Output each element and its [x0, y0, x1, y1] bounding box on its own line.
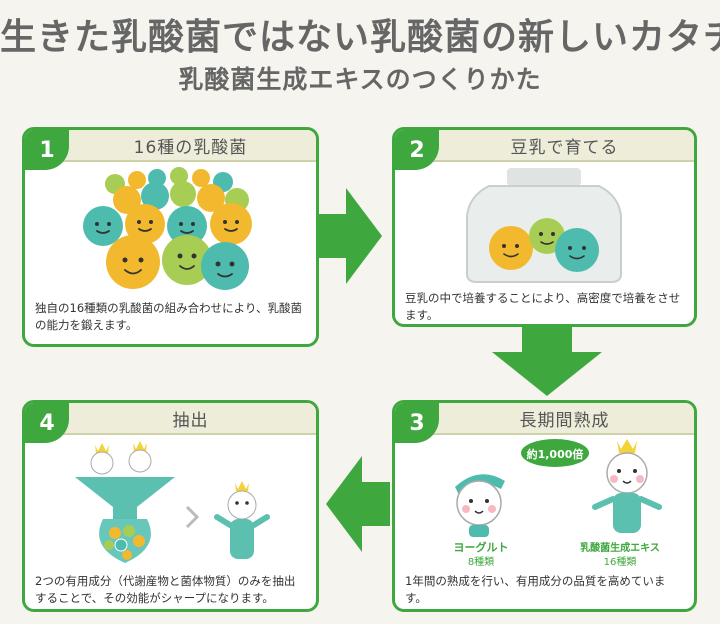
step-title: 長期間熟成: [519, 411, 610, 431]
step-card-1: 1 16種の乳酸菌 独自の: [22, 127, 319, 347]
step-card-2: 2 豆乳で育てる 豆乳の中で培養することにより、高密度で培養をさせます。: [392, 127, 697, 327]
step-header: [395, 403, 694, 435]
arrow-right-icon: [318, 188, 382, 284]
step-header: [395, 130, 694, 162]
step-card-3: 3 長期間熟成 約1,000倍 ヨーグルト 8種類 乳酸菌生成エキス 16種類 …: [392, 400, 697, 612]
soy-milk-jar-illustration: [466, 168, 622, 283]
arrow-left-icon: [326, 456, 390, 552]
step-number: 4: [25, 403, 69, 443]
step-number: 1: [25, 130, 69, 170]
page-title: 生きた乳酸菌ではない乳酸菌の新しいカタチ: [0, 17, 720, 58]
extract-count-label: 16種類: [603, 557, 637, 568]
step-description: 豆乳の中で培養することにより、高密度で培養をさせます。: [405, 291, 681, 322]
step-number: 3: [395, 403, 439, 443]
step-number: 2: [395, 130, 439, 170]
page-subtitle: 乳酸菌生成エキスのつくりかた: [178, 65, 542, 94]
step-title: 抽出: [172, 411, 209, 431]
step-title: 16種の乳酸菌: [133, 138, 248, 158]
yogurt-label: ヨーグルト: [453, 541, 509, 554]
extract-label: 乳酸菌生成エキス: [580, 543, 660, 554]
step-header: [25, 130, 316, 162]
aging-comparison-illustration: [455, 439, 662, 537]
step-card-4: 4 抽出 2つの有用成分（代謝産物と菌体物質）のみを抽出することで、その効能がシ…: [22, 400, 319, 612]
step-description: 2つの有用成分（代謝産物と菌体物質）のみを抽出することで、その効能がシャープにな…: [35, 574, 296, 605]
ratio-bubble-label: 約1,000倍: [526, 448, 584, 461]
step-description: 1年間の熟成を行い、有用成分の品質を高めています。: [405, 574, 666, 605]
extraction-funnel-illustration: [75, 441, 270, 563]
step-description: 独自の16種類の乳酸菌の組み合わせにより、乳酸菌の能力を鍛えます。: [35, 301, 302, 332]
step-title: 豆乳で育てる: [510, 138, 619, 158]
step-header: [25, 403, 316, 435]
arrow-down-icon: [492, 326, 602, 396]
lactic-acid-bacteria-balls-illustration: [83, 167, 252, 290]
yogurt-count-label: 8種類: [467, 557, 495, 568]
